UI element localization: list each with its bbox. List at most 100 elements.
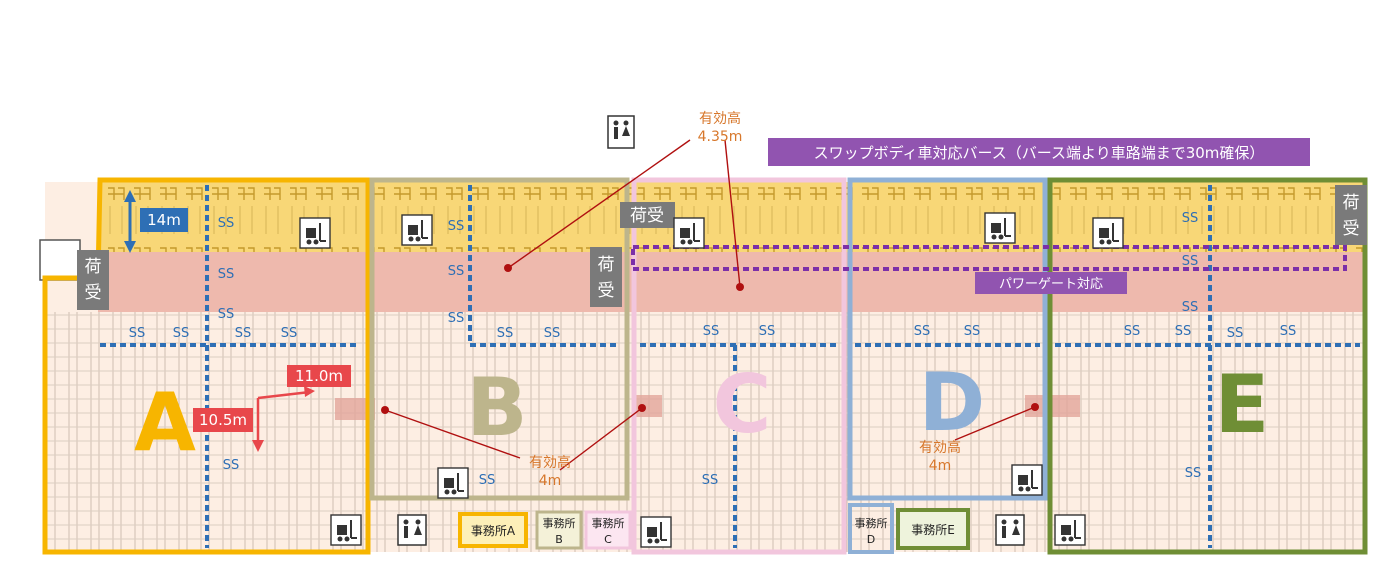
arrow-head-right-icon <box>304 386 315 397</box>
office-c: 事務所 C <box>584 510 632 550</box>
office-b: 事務所 B <box>535 510 583 550</box>
ss-label: SS <box>448 311 465 326</box>
zone-d-office-border <box>848 503 894 554</box>
office-e: 事務所E <box>896 508 970 550</box>
leader-dots <box>381 264 1039 414</box>
ss-label: SS <box>759 324 776 339</box>
forklift-icon <box>299 217 331 249</box>
svg-text:4m: 4m <box>539 473 562 489</box>
shaded-area <box>335 398 375 420</box>
power-gate-dashed-line <box>631 245 1347 271</box>
svg-text:10.5m: 10.5m <box>199 411 247 429</box>
svg-text:荷: 荷 <box>1343 193 1360 213</box>
clear-height-bc: 有効高 4m <box>529 454 571 489</box>
clear-height-top: 有効高 4.35m <box>698 110 743 145</box>
zone-e-letter: E <box>1215 358 1270 451</box>
ss-label: SS <box>702 473 719 488</box>
zone-c-letter: C <box>713 358 772 451</box>
ss-lines <box>100 185 1360 548</box>
ss-label: SS <box>1182 211 1199 226</box>
zone-d-letter: D <box>919 356 985 449</box>
forklift-icon <box>984 212 1016 244</box>
clear-height-d: 有効高 4m <box>919 439 961 474</box>
ss-label: SS <box>1280 324 1297 339</box>
office-a: 事務所A <box>458 512 528 548</box>
ss-label: SS <box>218 216 235 231</box>
receiving-tag-e: 荷 受 <box>1335 185 1367 245</box>
ss-label: SS <box>235 326 252 341</box>
forklift-icon <box>437 467 469 499</box>
zone-c-border <box>631 177 847 555</box>
arrow-head-up-icon <box>124 190 136 202</box>
svg-text:受: 受 <box>85 283 102 303</box>
forklift-icon <box>1011 464 1043 496</box>
svg-text:荷受: 荷受 <box>630 206 664 226</box>
svg-text:有効高: 有効高 <box>529 454 571 471</box>
forklift-icon <box>330 514 362 546</box>
zone-e-border <box>1047 177 1368 555</box>
svg-text:パワーゲート対応: パワーゲート対応 <box>999 277 1103 292</box>
receiving-tag-b: 荷 受 <box>590 247 622 307</box>
left-annex <box>39 239 81 281</box>
ss-label: SS <box>914 324 931 339</box>
svg-text:受: 受 <box>598 281 615 301</box>
svg-text:スワップボディ車対応バース（バース端より車路端まで30m確保: スワップボディ車対応バース（バース端より車路端まで30m確保） <box>814 144 1265 162</box>
dim-tag-14m: 14m <box>140 208 188 232</box>
receiving-tag-c: 荷受 <box>620 202 675 228</box>
ss-label: SS <box>448 219 465 234</box>
forklift-icon <box>640 516 672 548</box>
svg-text:受: 受 <box>1343 219 1360 239</box>
ss-label: SS <box>1175 324 1192 339</box>
ss-label: SS <box>497 326 514 341</box>
ss-label: SS <box>173 326 190 341</box>
swap-body-banner: スワップボディ車対応バース（バース端より車路端まで30m確保） <box>768 138 1310 166</box>
leader-lines <box>384 139 1036 471</box>
dimension-arrows <box>124 190 315 452</box>
ss-label: SS <box>129 326 146 341</box>
svg-text:14m: 14m <box>147 211 181 229</box>
ss-label: SS <box>1124 324 1141 339</box>
restroom-icon <box>397 514 427 546</box>
dim-tag-11m: 11.0m <box>287 365 351 387</box>
svg-text:有効高: 有効高 <box>919 439 961 456</box>
apron-zone <box>98 252 1365 312</box>
power-gate-banner: パワーゲート対応 <box>975 272 1127 294</box>
ss-label: SS <box>218 307 235 322</box>
svg-text:事務所A: 事務所A <box>471 524 516 538</box>
arrow-head-down-icon <box>124 241 136 253</box>
arrow-head-down-red-icon <box>252 440 264 452</box>
ss-label: SS <box>448 264 465 279</box>
svg-text:事務所: 事務所 <box>855 516 888 530</box>
ss-label: SS <box>1227 326 1244 341</box>
width-arrow <box>257 390 311 400</box>
forklift-icon <box>401 214 433 246</box>
zone-b-letter: B <box>467 361 528 454</box>
zone-a-letter: A <box>134 376 196 469</box>
svg-text:荷: 荷 <box>85 257 102 277</box>
ss-label: SS <box>281 326 298 341</box>
forklift-icons <box>299 212 1124 548</box>
svg-text:事務所: 事務所 <box>592 516 625 530</box>
ss-label: SS <box>1182 300 1199 315</box>
zone-b-border <box>369 177 630 501</box>
svg-text:事務所E: 事務所E <box>911 523 955 537</box>
receiving-tag-a: 荷 受 <box>77 250 109 310</box>
ss-label: SS <box>479 473 496 488</box>
svg-text:事務所: 事務所 <box>543 516 576 530</box>
forklift-icon <box>1092 217 1124 249</box>
restroom-icon <box>607 115 635 149</box>
ss-label: SS <box>223 458 240 473</box>
forklift-icon <box>673 217 705 249</box>
ss-label: SS <box>703 324 720 339</box>
svg-text:C: C <box>604 533 612 546</box>
forklift-icon <box>1054 514 1086 546</box>
ss-label: SS <box>218 267 235 282</box>
shaded-area <box>632 395 662 417</box>
svg-text:4.35m: 4.35m <box>698 129 743 145</box>
dim-tag-10-5m: 10.5m <box>193 408 253 432</box>
svg-text:有効高: 有効高 <box>699 110 741 127</box>
svg-text:4m: 4m <box>929 458 952 474</box>
svg-text:B: B <box>555 533 563 546</box>
